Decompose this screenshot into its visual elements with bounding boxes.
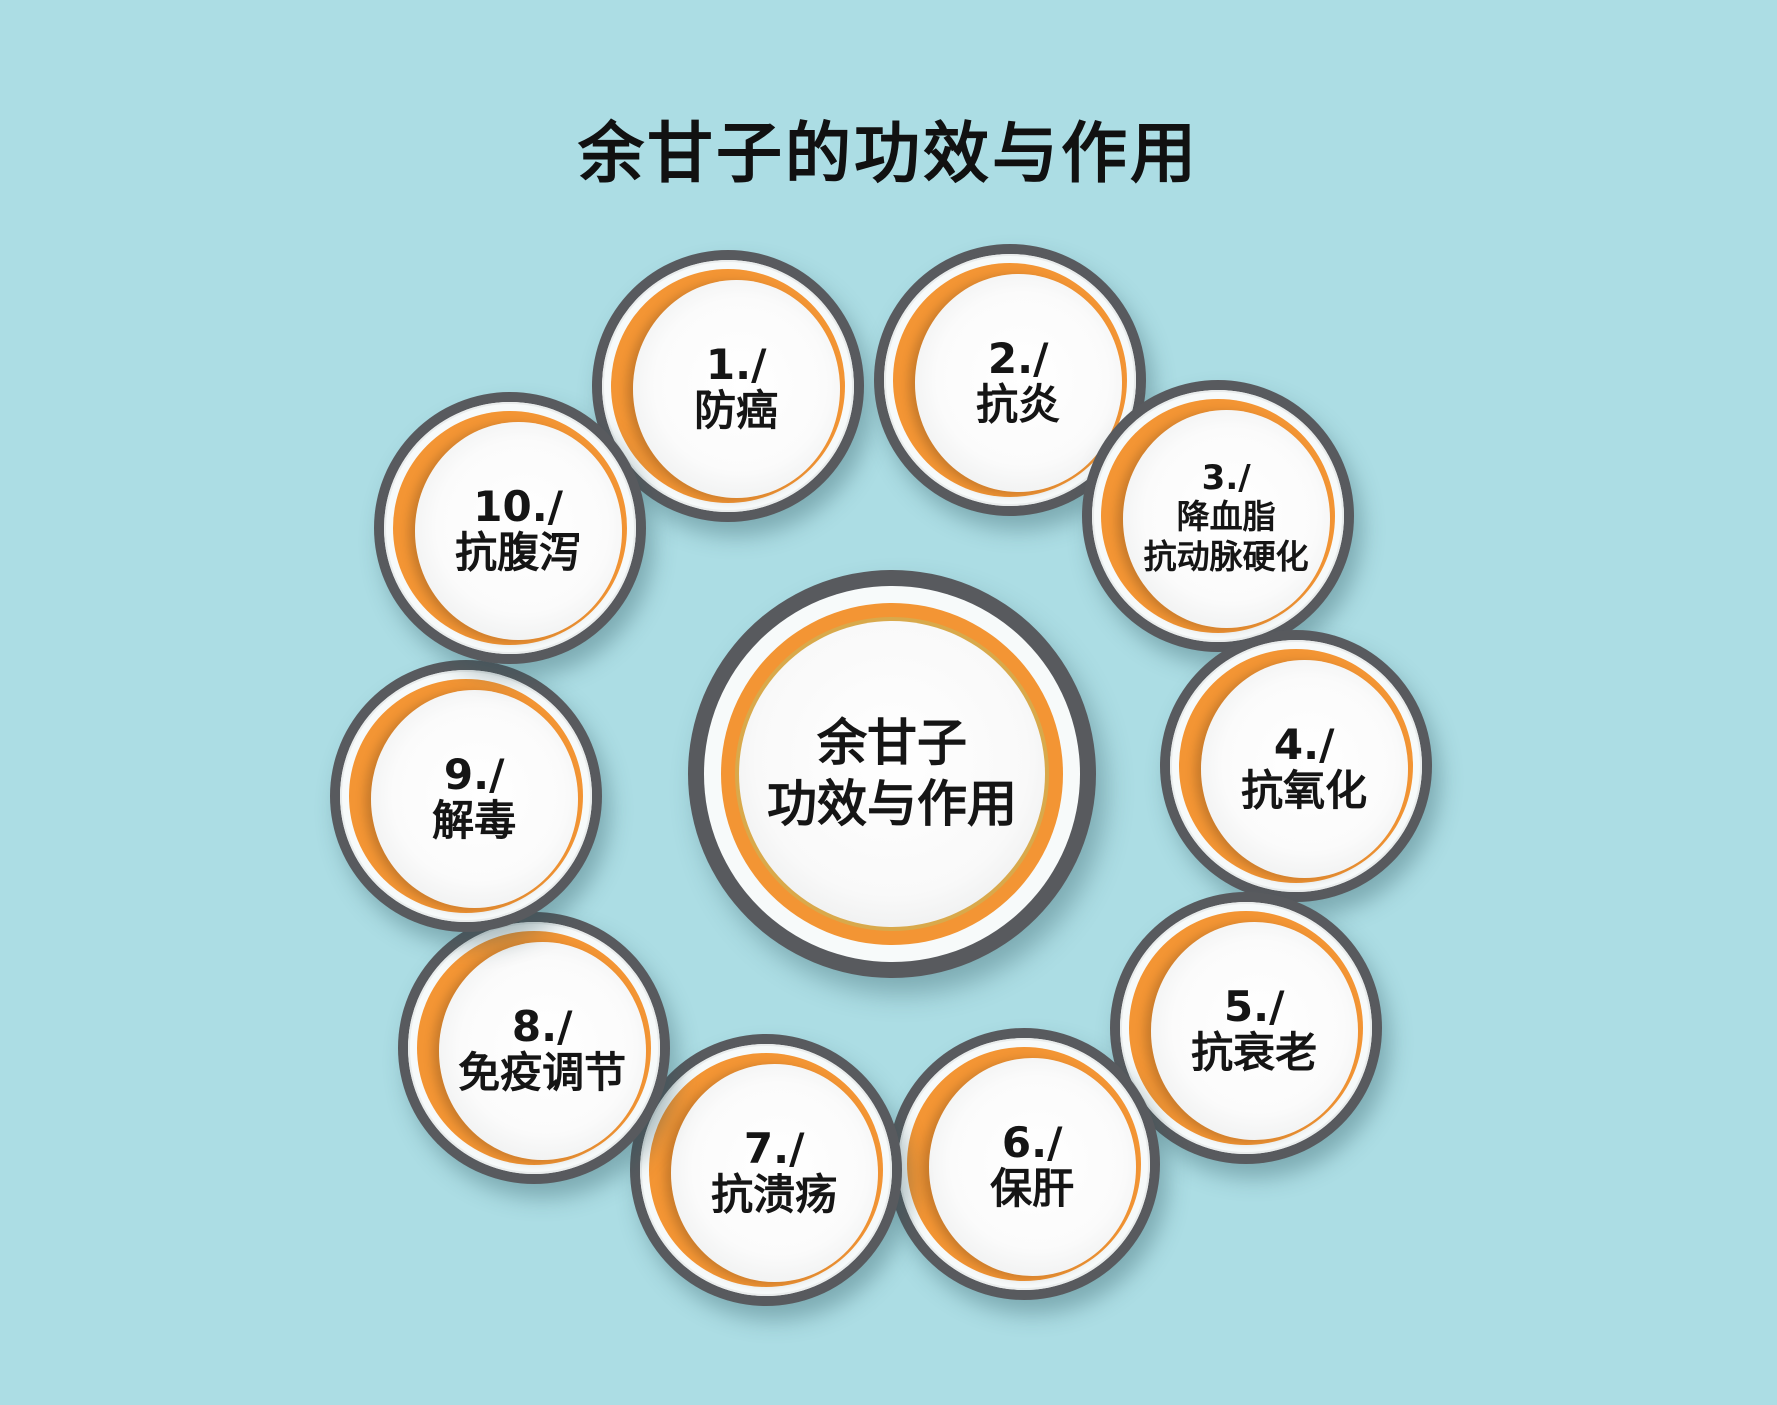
benefit-number: 4./ <box>1273 719 1335 769</box>
benefit-label: 抗衰老 <box>1191 1027 1318 1077</box>
benefit-number: 9./ <box>443 749 505 799</box>
benefit-label: 抗氧化 <box>1241 765 1368 815</box>
benefit-node-8: 8./ 免疫调节 <box>398 912 670 1184</box>
benefit-label: 防癌 <box>694 385 779 435</box>
benefit-label-secondary: 抗动脉硬化 <box>1143 536 1309 576</box>
benefit-label: 免疫调节 <box>458 1047 627 1097</box>
benefit-node-2: 2./ 抗炎 <box>874 244 1146 516</box>
benefit-number: 6./ <box>1001 1117 1063 1167</box>
benefit-label: 抗腹泻 <box>455 527 582 577</box>
benefit-number: 7./ <box>743 1123 805 1173</box>
benefit-number: 10./ <box>473 481 564 531</box>
center-node: 余甘子 功效与作用 <box>688 570 1096 978</box>
benefit-label: 解毒 <box>432 795 517 845</box>
benefit-node-1: 1./ 防癌 <box>592 250 864 522</box>
benefit-number: 1./ <box>705 339 767 389</box>
benefit-node-7: 7./ 抗溃疡 <box>630 1034 902 1306</box>
benefit-label: 抗炎 <box>976 379 1061 429</box>
benefit-number: 5./ <box>1223 981 1285 1031</box>
center-label-line1: 余甘子 <box>817 714 967 772</box>
benefit-number: 2./ <box>987 333 1049 383</box>
benefit-node-9: 9./ 解毒 <box>330 660 602 932</box>
benefit-node-4: 4./ 抗氧化 <box>1160 630 1432 902</box>
center-label-line2: 功效与作用 <box>767 775 1017 833</box>
benefit-number: 8./ <box>511 1001 573 1051</box>
benefit-node-5: 5./ 抗衰老 <box>1110 892 1382 1164</box>
benefit-label: 抗溃疡 <box>711 1169 838 1219</box>
benefit-label: 保肝 <box>990 1163 1075 1213</box>
benefit-number: 3./ <box>1201 458 1251 499</box>
benefit-label: 降血脂 <box>1176 496 1276 536</box>
benefit-node-3: 3./ 降血脂 抗动脉硬化 <box>1082 380 1354 652</box>
page-title: 余甘子的功效与作用 <box>578 115 1199 192</box>
benefit-node-10: 10./ 抗腹泻 <box>374 392 646 664</box>
benefit-node-6: 6./ 保肝 <box>888 1028 1160 1300</box>
